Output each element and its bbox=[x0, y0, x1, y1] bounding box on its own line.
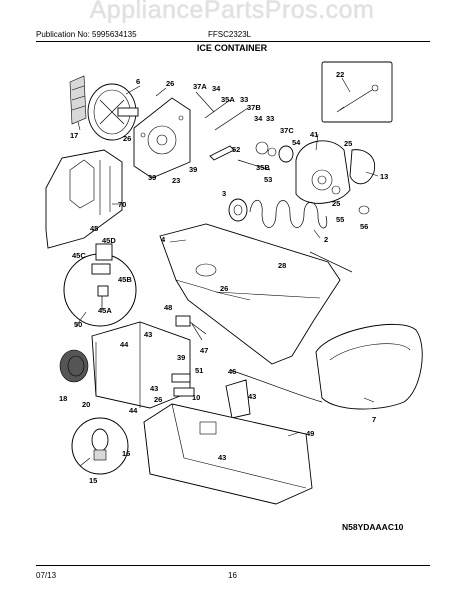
inset-circle-16 bbox=[71, 417, 129, 475]
callout-48: 48 bbox=[164, 303, 172, 312]
callout-41: 41 bbox=[310, 130, 318, 139]
callout-15: 15 bbox=[89, 476, 97, 485]
callout-70: 70 bbox=[118, 200, 126, 209]
callout-37B: 37B bbox=[247, 103, 261, 112]
callout-35B: 35B bbox=[256, 163, 270, 172]
callout-39c: 39 bbox=[177, 353, 185, 362]
diagram-code: N58YDAAAC10 bbox=[342, 522, 404, 532]
watermark: AppliancePartsPros.com bbox=[89, 0, 375, 24]
callout-43: 43 bbox=[144, 330, 152, 339]
callout-25b: 25 bbox=[332, 199, 340, 208]
callout-26c: 26 bbox=[220, 284, 228, 293]
part-7-door bbox=[315, 323, 423, 410]
callout-6: 6 bbox=[136, 77, 140, 86]
part-34-auger-shaft bbox=[204, 99, 277, 171]
callout-43c: 43 bbox=[248, 392, 256, 401]
part-70-bracket bbox=[45, 149, 123, 249]
callout-39: 39 bbox=[148, 173, 156, 182]
callout-22: 22 bbox=[336, 70, 344, 79]
callout-7: 7 bbox=[372, 415, 376, 424]
model-number: FFSC2323L bbox=[208, 30, 252, 39]
callout-45D: 45D bbox=[102, 236, 116, 245]
callout-50: 50 bbox=[74, 320, 82, 329]
callout-20: 20 bbox=[82, 400, 90, 409]
callout-54: 54 bbox=[292, 138, 301, 147]
part-6-wheel bbox=[87, 83, 139, 141]
callout-45: 45 bbox=[90, 224, 98, 233]
callout-26d: 26 bbox=[154, 395, 162, 404]
callout-33b: 33 bbox=[266, 114, 274, 123]
callout-56: 56 bbox=[360, 222, 368, 231]
callout-23: 23 bbox=[172, 176, 180, 185]
inset-box-22 bbox=[321, 61, 393, 123]
part-18-motor bbox=[59, 349, 89, 383]
callout-33: 33 bbox=[240, 95, 248, 104]
callout-43d: 43 bbox=[218, 453, 226, 462]
callout-10: 10 bbox=[192, 393, 200, 402]
callout-28: 28 bbox=[278, 261, 286, 270]
part-46-plate bbox=[225, 369, 323, 419]
callout-44: 44 bbox=[120, 340, 129, 349]
callout-17: 17 bbox=[70, 131, 78, 140]
part-3-auger-coil bbox=[228, 198, 328, 229]
callout-39b: 39 bbox=[189, 165, 197, 174]
part-4-ice-bin bbox=[159, 223, 353, 365]
publication-number: Publication No: 5995634135 bbox=[36, 30, 137, 39]
part-47-switch bbox=[175, 315, 207, 341]
callout-labels: 22 6 26 37A 34 33 35A 37B 34 33 37C 41 1… bbox=[59, 70, 388, 485]
callout-2: 2 bbox=[324, 235, 328, 244]
callout-34b: 34 bbox=[254, 114, 263, 123]
part-41-housing bbox=[278, 140, 376, 215]
callout-25: 25 bbox=[344, 139, 352, 148]
page-title: ICE CONTAINER bbox=[196, 43, 268, 53]
callout-35A: 35A bbox=[221, 95, 235, 104]
callout-52: 52 bbox=[232, 145, 240, 154]
part-17-tape bbox=[69, 75, 87, 125]
callout-45A: 45A bbox=[98, 306, 112, 315]
part-10-solenoid bbox=[171, 373, 195, 397]
callout-49: 49 bbox=[306, 429, 314, 438]
inset-circle-45 bbox=[63, 243, 137, 327]
callout-26: 26 bbox=[166, 79, 174, 88]
footer-rule bbox=[36, 565, 430, 566]
part-23-plate bbox=[133, 97, 191, 179]
callout-45B: 45B bbox=[118, 275, 132, 284]
header-rule bbox=[36, 41, 430, 42]
leader-lines bbox=[75, 77, 379, 467]
callout-13: 13 bbox=[380, 172, 388, 181]
callout-26b: 26 bbox=[123, 134, 131, 143]
callout-34: 34 bbox=[212, 84, 221, 93]
callout-3: 3 bbox=[222, 189, 226, 198]
callout-4: 4 bbox=[161, 235, 166, 244]
callout-46: 46 bbox=[228, 367, 236, 376]
footer-page: 16 bbox=[228, 571, 237, 580]
callout-47: 47 bbox=[200, 346, 208, 355]
callout-53: 53 bbox=[264, 175, 272, 184]
callout-16: 16 bbox=[122, 449, 130, 458]
callout-44b: 44 bbox=[129, 406, 138, 415]
callout-18: 18 bbox=[59, 394, 67, 403]
part-49-base bbox=[143, 403, 313, 505]
callout-51: 51 bbox=[195, 366, 203, 375]
callout-45C: 45C bbox=[72, 251, 86, 260]
callout-43b: 43 bbox=[150, 384, 158, 393]
callout-37A: 37A bbox=[193, 82, 207, 91]
callout-37C: 37C bbox=[280, 126, 294, 135]
callout-55: 55 bbox=[336, 215, 344, 224]
footer-date: 07/13 bbox=[36, 571, 57, 580]
